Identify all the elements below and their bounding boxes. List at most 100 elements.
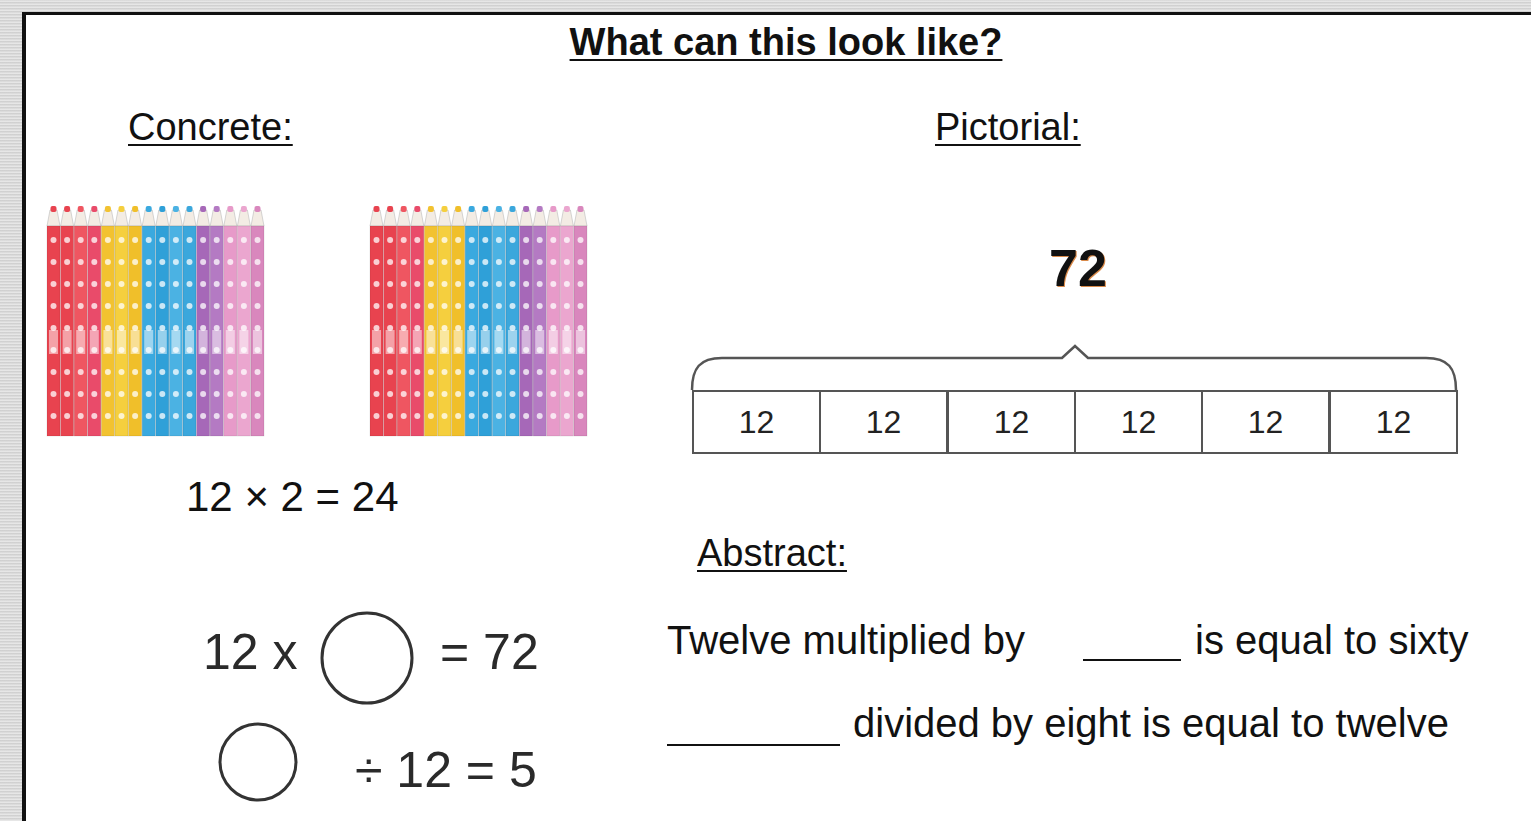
pencil-dot [241,259,247,265]
pencil-tip [156,210,169,226]
pencil-dot [374,413,380,419]
pencil-dot [227,391,233,397]
pencil-label [549,330,558,354]
pencil-dot [200,237,206,243]
pencil-body [411,226,424,436]
pencil-dot [537,413,543,419]
pencil [237,206,250,436]
pencil-dot [578,281,584,287]
pencil-dot [132,369,138,375]
pencil [384,206,397,436]
pencil [397,206,410,436]
pencil-body [397,226,410,436]
pencil-dot [78,391,84,397]
pencil-tip [384,210,397,226]
pencil-dot [550,303,556,309]
pencil-dot [442,391,448,397]
pencil-dot [241,237,247,243]
pencil-dot [496,259,502,265]
pencil-point [564,206,570,212]
pencil-dot [442,281,448,287]
pencil-point [214,206,220,212]
pencil-dot [227,369,233,375]
pencil-label [185,330,194,354]
pencil-tip [574,210,587,226]
pencil-dot [64,391,70,397]
pencil-dot [51,259,57,265]
pencil-dot [482,391,488,397]
pencil-dot [227,413,233,419]
answer-blank [1083,659,1181,661]
pencil-dot [227,303,233,309]
pencil-dot [173,391,179,397]
pencil-dot [187,237,193,243]
pencil-point [537,206,543,212]
pencil-dot [374,369,380,375]
pencil-body [224,226,237,436]
pencil-dot [374,259,380,265]
pencil-dot [91,281,97,287]
pencil-tip [506,210,519,226]
pencil [560,206,573,436]
bar-cell: 12 [692,390,821,454]
pencil-dot [564,259,570,265]
pencil-dot [51,281,57,287]
pencil-dot [455,413,461,419]
pencil-label [103,330,112,354]
pencil-dot [510,391,516,397]
pencil-dot [564,391,570,397]
bar-cell: 12 [1329,390,1458,454]
pencil-dot [187,303,193,309]
pencil-dot [387,237,393,243]
pencil-dot [159,259,165,265]
pencil-body [452,226,465,436]
cell-value: 12 [1121,406,1157,438]
pencil-dot [241,281,247,287]
pencil-dot [482,281,488,287]
pencil-dot [255,391,261,397]
pencil-body [465,226,478,436]
pencil-dot [214,369,220,375]
pencil-label [494,330,503,354]
pencil-dot [578,413,584,419]
pencil-dot [51,237,57,243]
pencil-dot [241,369,247,375]
pencil-body [101,226,114,436]
pencil [129,206,142,436]
pencil-dot [387,413,393,419]
pencil-point [159,206,165,212]
pencil-dot [105,391,111,397]
pencil [224,206,237,436]
pencil-dot [241,391,247,397]
pencil-dot [173,259,179,265]
pencil-point [51,206,57,212]
pencil-tip [47,210,60,226]
pencil-dot [550,369,556,375]
equation-part: ÷ 12 = 5 [355,745,537,795]
pencil [533,206,546,436]
pencil-body [129,226,142,436]
pencil-dot [564,237,570,243]
pencil-dot [510,259,516,265]
pencil-body [547,226,560,436]
pencil-label [522,330,531,354]
word-problem: is equal to sixty [1195,620,1468,660]
pencil-tip [424,210,437,226]
pencil-dot [214,259,220,265]
pencil [438,206,451,436]
pencil-dot [496,303,502,309]
pencil-dot [455,369,461,375]
pencil-dot [146,369,152,375]
pencil-dot [146,281,152,287]
pencil-dot [523,259,529,265]
pencil-body [251,226,264,436]
pencil-dot [187,391,193,397]
pencil-dot [482,259,488,265]
pencil-dot [227,281,233,287]
pencil-point [496,206,502,212]
pencil-tip [210,210,223,226]
pencil-dot [482,413,488,419]
pencil-dot [105,413,111,419]
pencil-dot [537,237,543,243]
pencil-dot [482,237,488,243]
